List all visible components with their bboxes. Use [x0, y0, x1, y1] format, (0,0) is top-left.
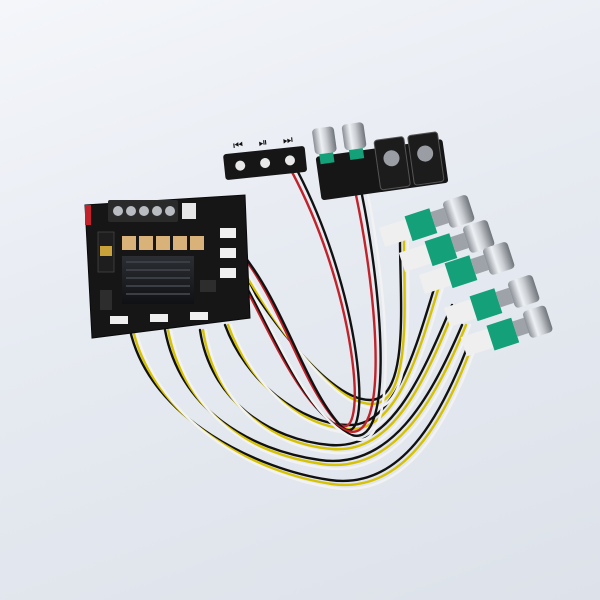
amplifier-main-board: [84, 194, 251, 339]
audio-jacks: [373, 131, 445, 191]
remote-button-board: ⏮ ⏯ ⏭: [223, 133, 307, 180]
remote-glyph-1: ⏯: [258, 136, 268, 150]
potentiometer-module-4: [443, 275, 540, 327]
wire-bundle-bottom: [128, 328, 480, 491]
potentiometer-module-2: [398, 220, 495, 272]
knob-right: [341, 122, 367, 161]
potentiometer-module-3: [418, 242, 515, 294]
heatsink: [122, 256, 194, 304]
potentiometer-module-5: [460, 305, 553, 357]
input-board: [312, 122, 449, 201]
capacitor-row: [122, 236, 204, 250]
wire-bundles: [128, 170, 480, 491]
remote-button-glyphs: ⏮ ⏯ ⏭: [232, 133, 293, 152]
wire-bundle-middle: [198, 303, 462, 455]
screw-terminal-block: [108, 200, 196, 222]
knob-left: [312, 126, 337, 165]
wire-bundle-input-board: [230, 193, 387, 441]
remote-glyph-0: ⏮: [232, 138, 243, 152]
remote-glyph-2: ⏭: [282, 133, 293, 147]
potentiometer-module-1: [378, 195, 475, 247]
wire-bundle-lower-middle: [163, 323, 472, 471]
board-connectors: [110, 228, 236, 324]
